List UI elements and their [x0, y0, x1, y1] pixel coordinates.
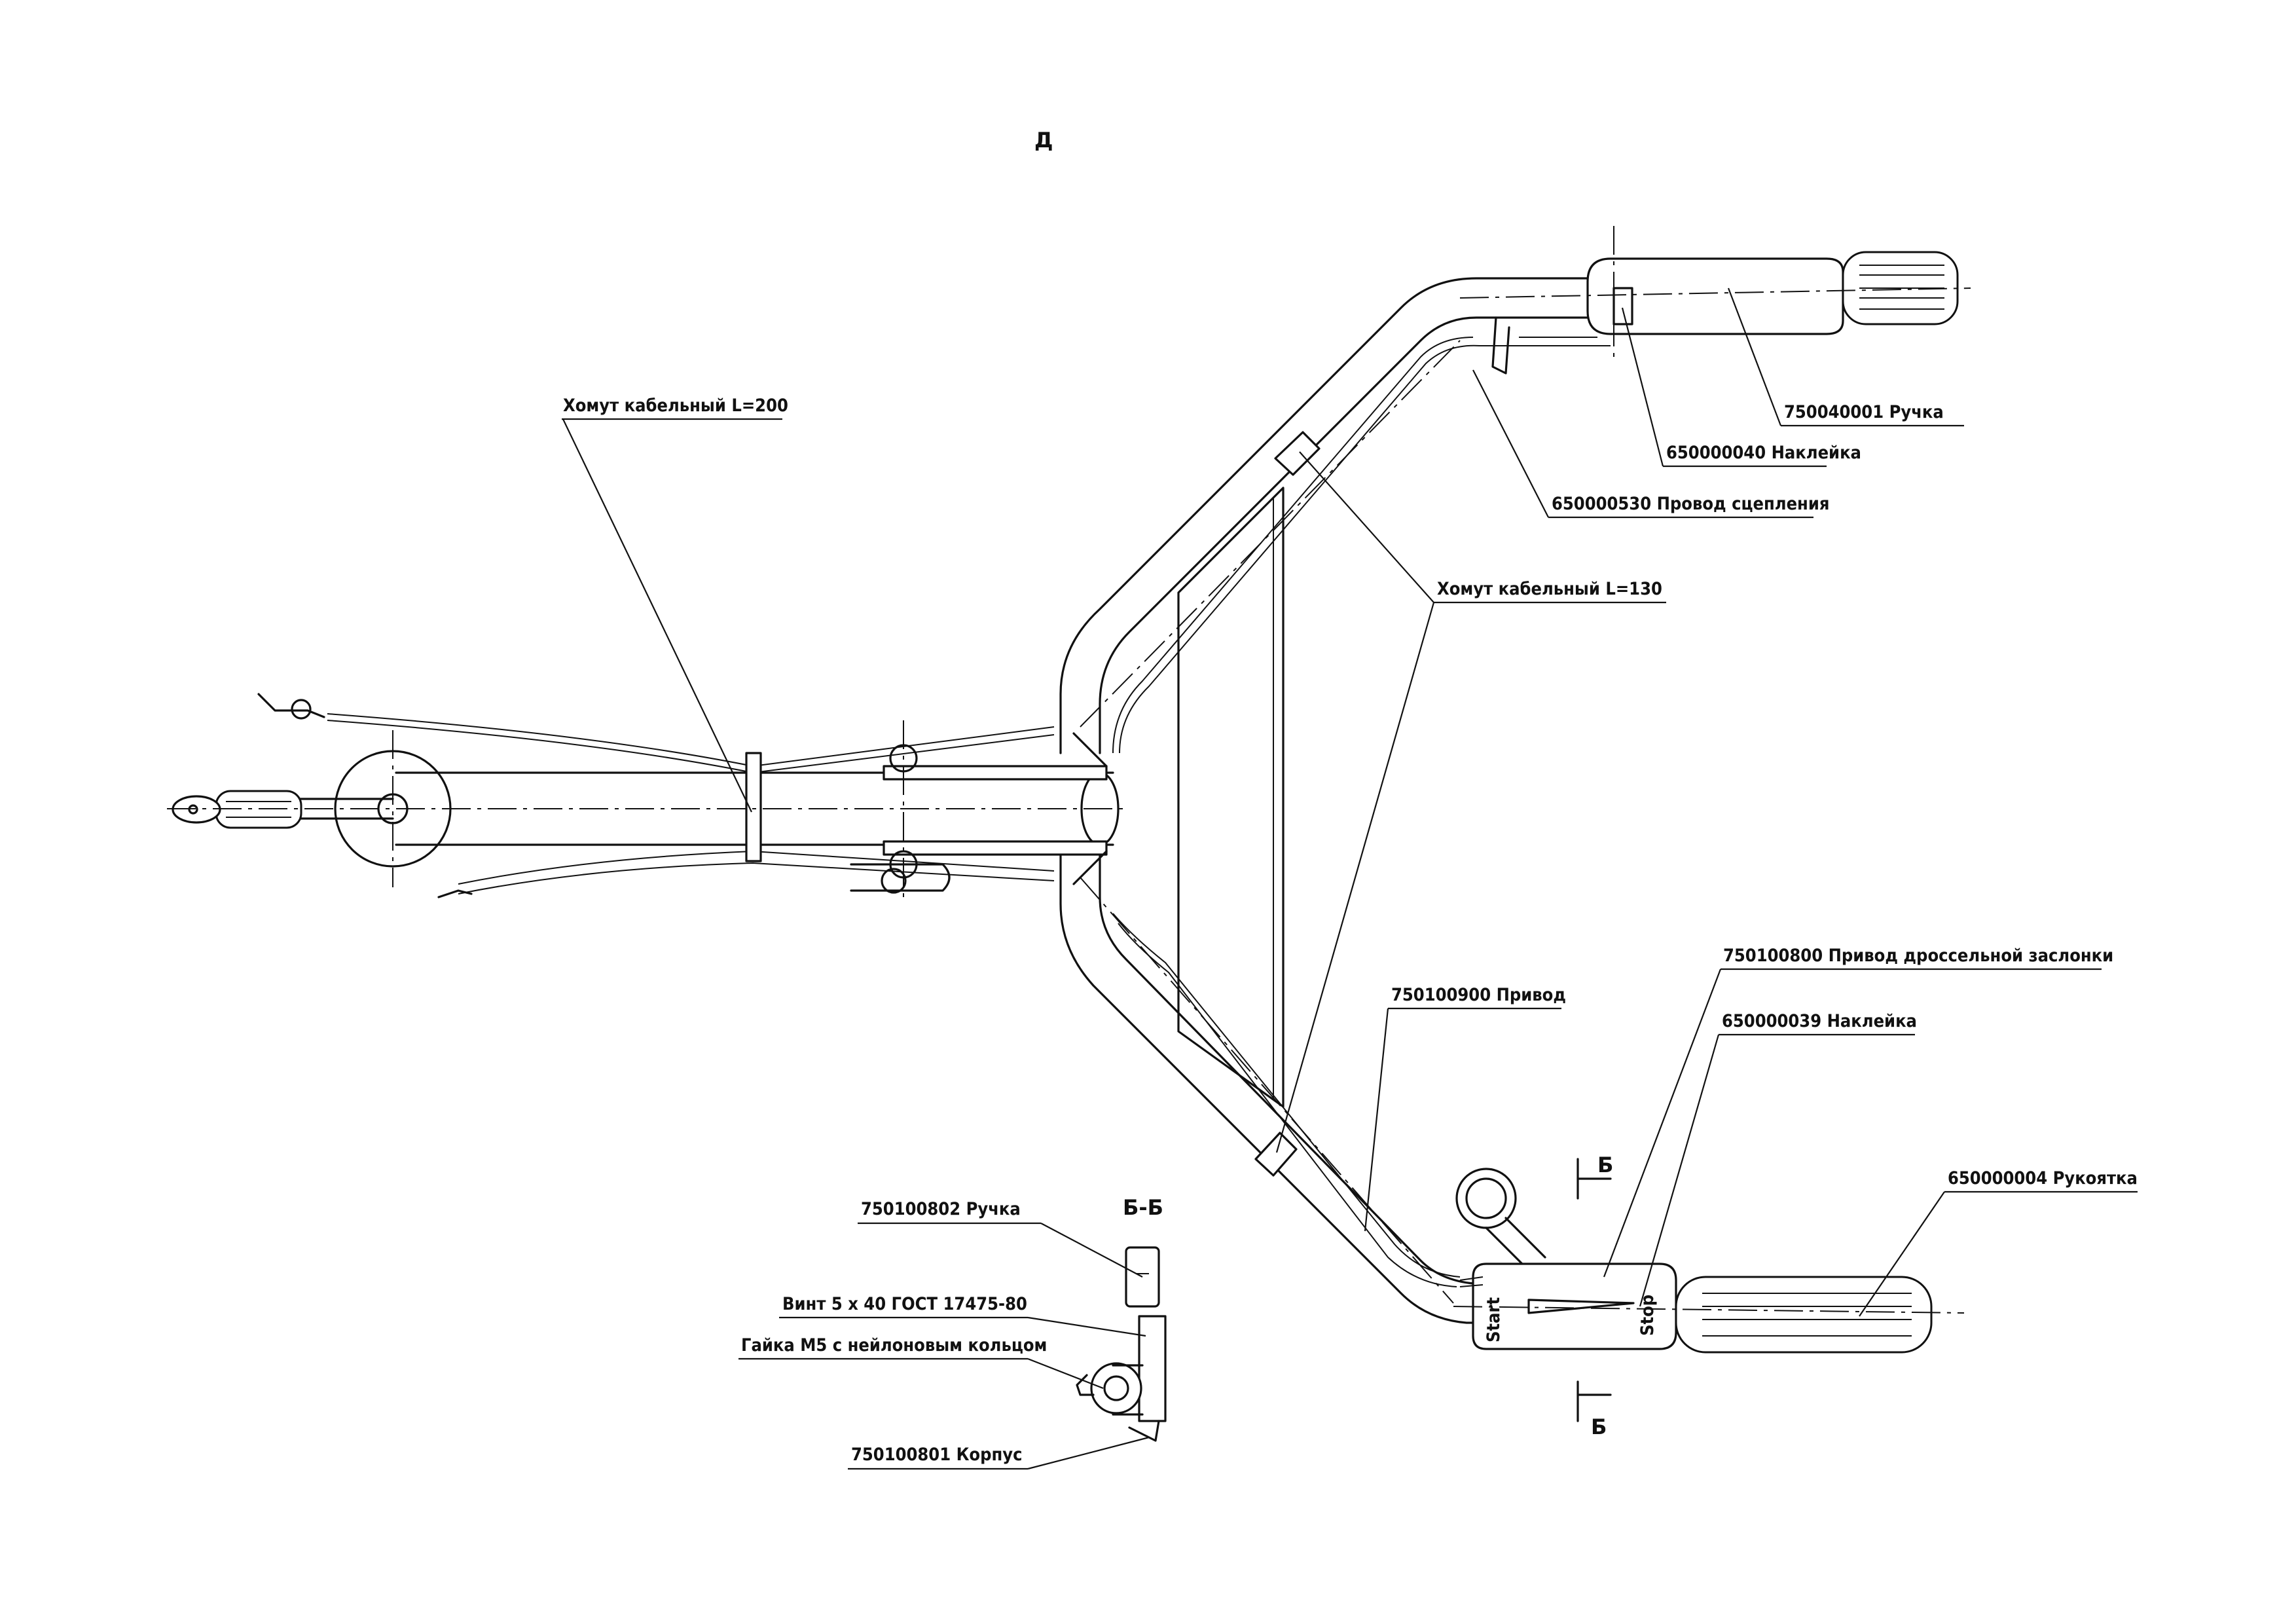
rear-lever [172, 790, 394, 829]
callout-nut: Гайка М5 с нейлоновым кольцом [741, 1335, 1047, 1356]
center-plate [1177, 487, 1285, 1108]
cable-clamp-130-lower [1254, 1132, 1298, 1177]
section-detail [1076, 1246, 1167, 1442]
section-label: Б-Б [1123, 1195, 1163, 1220]
view-label: Д [1034, 128, 1053, 153]
callout-grip-650000004: 650000004 Рукоятка [1948, 1168, 2138, 1189]
section-mark-top: Б [1576, 1153, 1613, 1200]
callout-throttle-750100800: 750100800 Привод дроссельной заслонки [1723, 946, 2113, 966]
upper-right-handle [1491, 251, 1959, 375]
callout-handle-750100802: 750100802 Ручка [861, 1199, 1021, 1219]
cable-clamp-130-upper [1274, 431, 1321, 476]
right-grip-650000004 [1675, 1276, 1933, 1354]
throttle-assembly: Start Stop [1455, 1168, 1677, 1350]
callout-drive-750100900: 750100900 Привод [1391, 985, 1566, 1005]
svg-text:Б: Б [1597, 1153, 1613, 1177]
callout-wire-650000530: 650000530 Провод сцепления [1552, 494, 1829, 514]
svg-text:Б: Б [1591, 1414, 1607, 1439]
upper-rear-cables [257, 693, 1055, 774]
center-lines [167, 226, 1971, 1314]
throttle-stop-label: Stop [1637, 1295, 1658, 1336]
lower-rear-cables [437, 850, 1055, 898]
main-column [334, 732, 1120, 894]
upper-handlebar-tube [1059, 277, 1612, 754]
callout-sticker-650000040: 650000040 Наклейка [1666, 443, 1861, 463]
callout-sticker-650000039: 650000039 Наклейка [1722, 1011, 1917, 1031]
throttle-start-label: Start [1484, 1297, 1504, 1342]
cable-clamp-200 [745, 752, 762, 862]
section-mark-bottom: Б [1576, 1380, 1612, 1439]
callout-clamp-130: Хомут кабельный L=130 [1437, 579, 1662, 599]
callout-clamp-200: Хомут кабельный L=200 [563, 396, 788, 416]
callout-body-750100801: 750100801 Корпус [851, 1445, 1023, 1465]
callout-handle-750040001: 750040001 Ручка [1784, 402, 1944, 422]
callout-screw: Винт 5 х 40 ГОСТ 17475-80 [782, 1294, 1027, 1314]
